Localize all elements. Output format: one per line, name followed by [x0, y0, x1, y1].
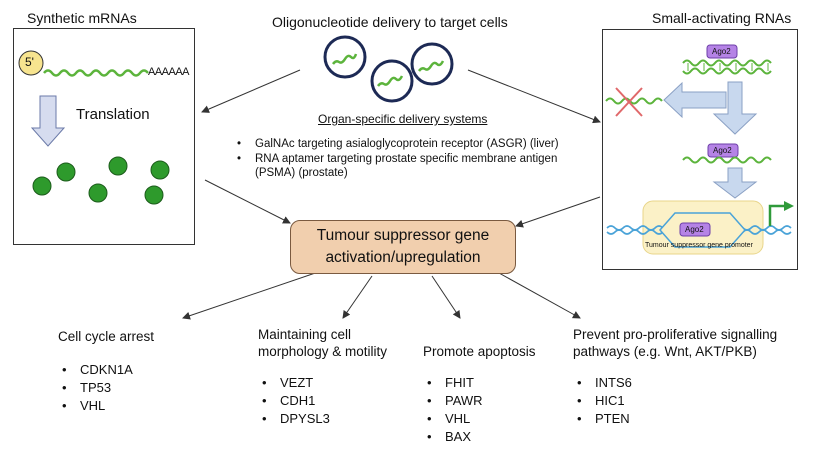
- outcome-gene-list: CDKN1A TP53 VHL: [58, 361, 228, 415]
- gene-item: CDH1: [258, 392, 408, 410]
- poly-a-tail: AAAAAA: [148, 66, 190, 78]
- delivery-system-item: GalNAc targeting asialoglycoprotein rece…: [233, 137, 593, 151]
- delivery-systems-title: Organ-specific delivery systems: [318, 112, 488, 126]
- gene-item: PTEN: [573, 410, 778, 428]
- synthetic-mrna-graphic: [18, 50, 170, 205]
- gene-item: VHL: [58, 397, 228, 415]
- gene-item: FHIT: [423, 374, 573, 392]
- gene-item: INTS6: [573, 374, 778, 392]
- translation-label: Translation: [76, 106, 150, 123]
- outcome-heading: Promote apoptosis: [423, 344, 536, 359]
- gene-item: VHL: [423, 410, 573, 428]
- gene-item: TP53: [58, 379, 228, 397]
- center-line-1: Tumour suppressor gene: [316, 227, 490, 244]
- gene-item: BAX: [423, 428, 573, 446]
- five-prime-label: 5': [25, 55, 34, 69]
- outcome-heading: Prevent pro-proliferative signalling pat…: [573, 327, 778, 359]
- outcome-cell-morphology: Maintaining cell morphology & motility V…: [258, 326, 408, 428]
- gene-item: HIC1: [573, 392, 778, 410]
- ago2-label-top: Ago2: [712, 47, 731, 56]
- sarna-title: Small-activating RNAs: [652, 10, 792, 26]
- delivery-system-item: RNA aptamer targeting prostate specific …: [233, 152, 593, 180]
- connector-arrows: [182, 69, 601, 320]
- delivery-vesicles: [323, 35, 454, 103]
- outcome-gene-list: VEZT CDH1 DPYSL3: [258, 374, 408, 428]
- outcome-promote-apoptosis: Promote apoptosis FHIT PAWR VHL BAX: [423, 343, 573, 446]
- ago2-label-mid: Ago2: [713, 146, 732, 155]
- delivery-title: Oligonucleotide delivery to target cells: [272, 14, 508, 30]
- synthetic-mrna-title: Synthetic mRNAs: [27, 10, 137, 26]
- delivery-systems-list: GalNAc targeting asialoglycoprotein rece…: [233, 137, 593, 180]
- outcome-cell-cycle-arrest: Cell cycle arrest CDKN1A TP53 VHL: [58, 328, 228, 415]
- gene-item: PAWR: [423, 392, 573, 410]
- ago2-label-promoter: Ago2: [685, 225, 704, 234]
- outcome-prevent-proliferative: Prevent pro-proliferative signalling pat…: [573, 326, 778, 428]
- outcome-heading: Cell cycle arrest: [58, 329, 155, 344]
- outcome-gene-list: INTS6 HIC1 PTEN: [573, 374, 778, 428]
- gene-item: VEZT: [258, 374, 408, 392]
- gene-item: DPYSL3: [258, 410, 408, 428]
- promoter-label: Tumour suppressor gene promoter: [645, 242, 753, 249]
- tumour-suppressor-activation-box: Tumour suppressor gene activation/upregu…: [290, 220, 516, 274]
- outcome-gene-list: FHIT PAWR VHL BAX: [423, 374, 573, 446]
- outcome-heading: Maintaining cell morphology & motility: [258, 327, 388, 359]
- sarna-graphic: [605, 44, 794, 255]
- center-line-2: activation/upregulation: [325, 249, 481, 266]
- gene-item: CDKN1A: [58, 361, 228, 379]
